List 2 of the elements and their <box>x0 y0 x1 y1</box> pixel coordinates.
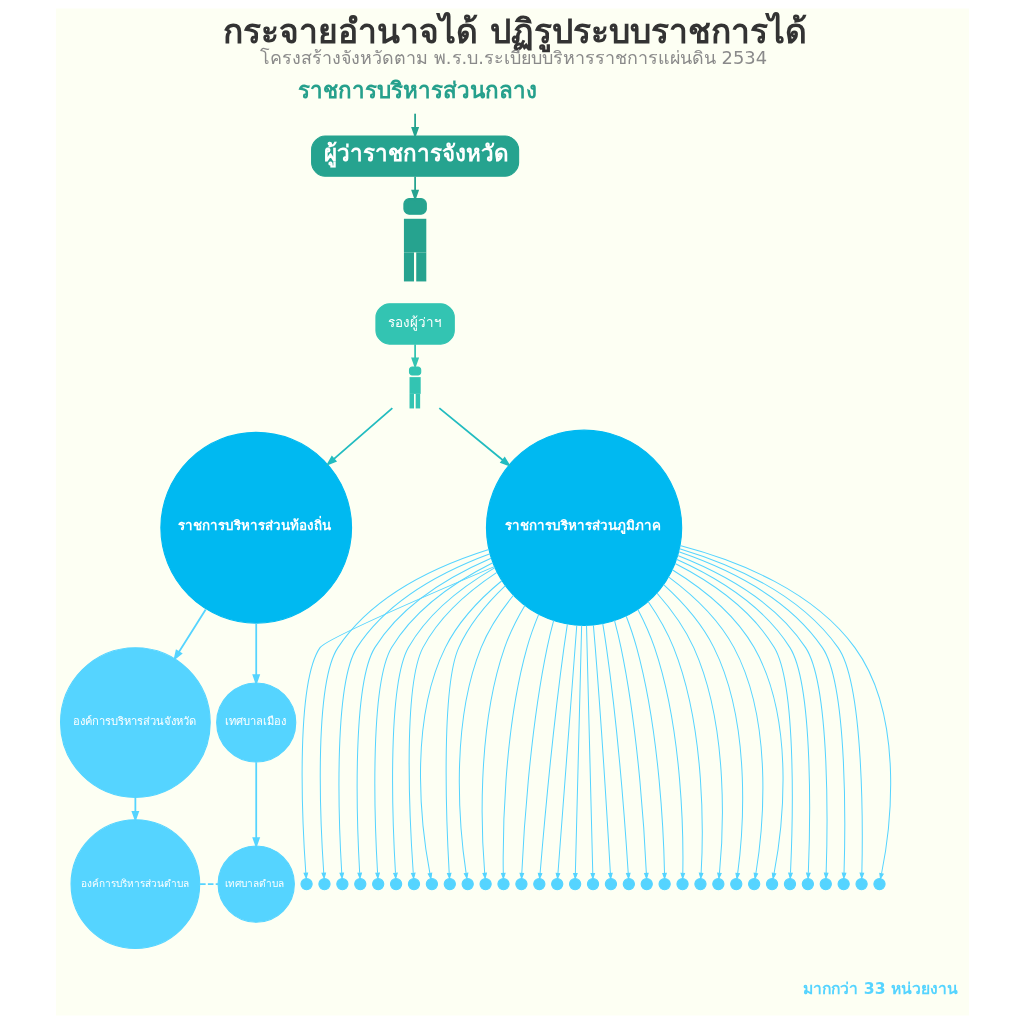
node-text: ราชการบริหารส่วนกลาง <box>297 76 537 103</box>
label: มากกว่า 33 หน่วยงาน <box>802 978 958 998</box>
